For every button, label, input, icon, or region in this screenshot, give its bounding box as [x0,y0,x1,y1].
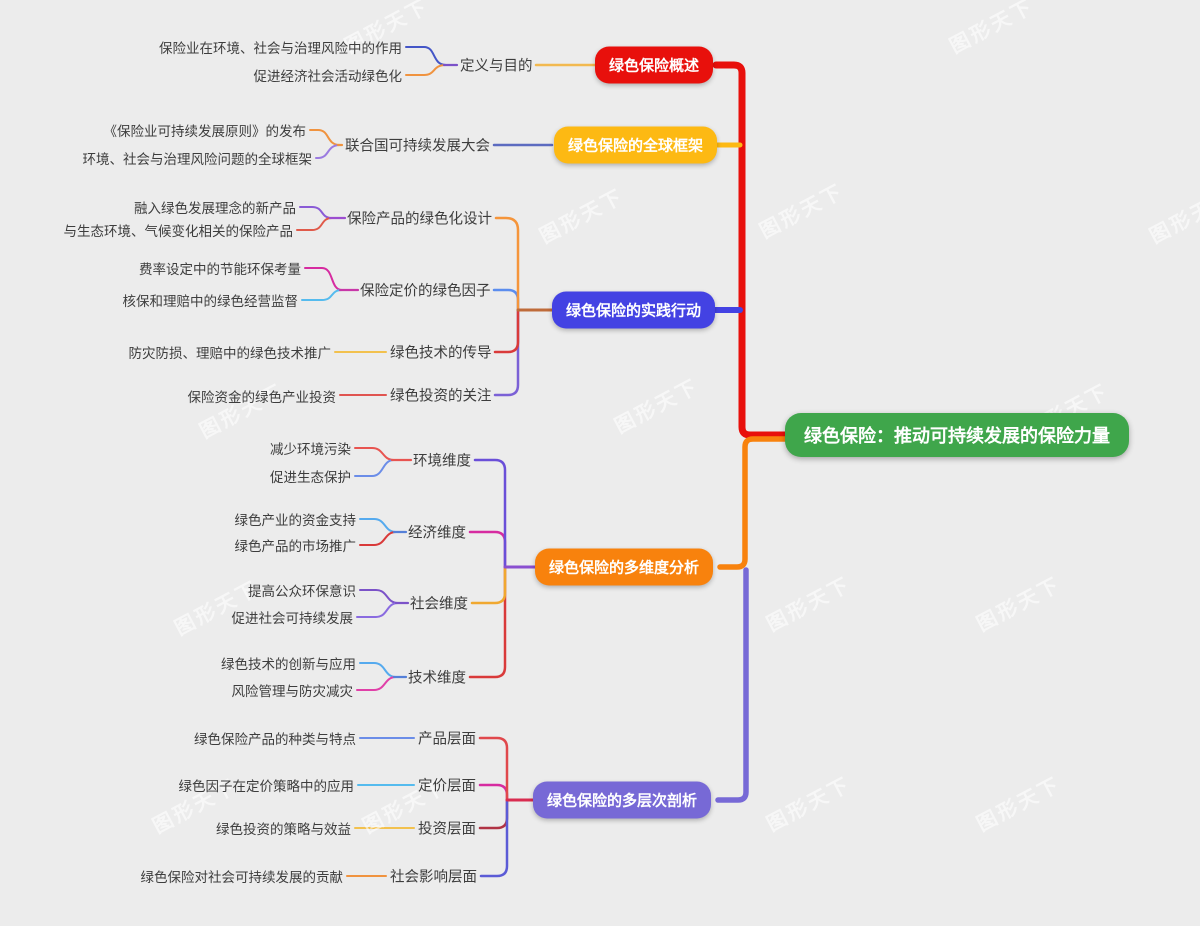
subtopic-label[interactable]: 定义与目的 [460,58,533,75]
leaf-line-b4-2b [359,531,397,546]
subtopic-label[interactable]: 技术维度 [408,670,466,687]
leaf-line-b4-3b [356,602,399,618]
connector-b5-sub2 [478,783,509,802]
subtopic-label[interactable]: 投资层面 [418,821,476,838]
trunk-purple [715,567,749,803]
leaf-label[interactable]: 绿色保险产品的种类与特点 [194,732,356,747]
leaf-label[interactable]: 减少环境污染 [270,442,351,457]
leaf-line-b2-1 [309,129,341,146]
subtopic-label[interactable]: 绿色投资的关注 [390,388,492,405]
leaf-line-b3-1a [299,206,333,219]
leaf-line-b3-2a [304,267,343,291]
leaf-label[interactable]: 与生态环境、气候变化相关的保险产品 [63,224,294,239]
leaf-line-b4-1a [354,447,395,461]
subtopic-label[interactable]: 保险产品的绿色化设计 [347,211,492,228]
leaf-line-b1-1 [405,46,447,66]
leaf-label[interactable]: 促进经济社会活动绿色化 [253,69,403,84]
leaf-line-b4-3a [359,589,399,604]
leaf-label[interactable]: 费率设定中的节能环保考量 [139,262,301,277]
leaf-label[interactable]: 绿色保险对社会可持续发展的贡献 [140,870,344,885]
leaf-line-b3-1b [296,217,333,231]
connector-b3-sub4 [493,308,520,397]
leaf-label[interactable]: 核保和理赔中的绿色经营监督 [122,294,299,309]
trunk-orange [717,436,791,570]
leaf-label[interactable]: 绿色产业的资金支持 [234,513,357,528]
leaf-line-b2-2 [315,144,341,159]
branch-node-overview[interactable]: 绿色保险概述 [595,46,714,84]
connector-b4-sub2 [468,530,507,569]
leaf-label[interactable]: 绿色投资的策略与效益 [216,822,351,837]
root-node[interactable]: 绿色保险：推动可持续发展的保险力量 [785,413,1129,457]
subtopic-label[interactable]: 经济维度 [408,525,466,542]
subtopic-label[interactable]: 产品层面 [418,731,476,748]
leaf-label[interactable]: 绿色产品的市场推广 [234,539,357,554]
connector-b4-sub1 [473,458,507,569]
connector-b5-sub3 [478,798,509,830]
connector-b4-sub4 [468,565,507,679]
leaf-label[interactable]: 促进生态保护 [270,470,351,485]
leaf-line-b4-4a [359,662,397,678]
subtopic-label[interactable]: 绿色技术的传导 [390,345,492,362]
leaf-line-b4-1b [354,459,395,477]
leaf-label[interactable]: 绿色因子在定价策略中的应用 [178,779,355,794]
trunk-red [712,61,792,439]
subtopic-label[interactable]: 定价层面 [418,778,476,795]
connector-b3-sub1 [494,216,520,312]
branch-node-multilevel[interactable]: 绿色保险的多层次剖析 [533,781,712,819]
branch-node-practice[interactable]: 绿色保险的实践行动 [552,291,716,329]
leaf-label[interactable]: 融入绿色发展理念的新产品 [134,201,296,216]
leaf-line-b1-2 [405,64,447,76]
leaf-line-b4-4b [356,676,397,691]
connector-b4-sub3 [470,565,507,605]
connector-b3-sub3 [493,308,520,354]
leaf-label[interactable]: 保险资金的绿色产业投资 [187,390,337,405]
leaf-line-b3-2b [301,289,343,301]
subtopic-label[interactable]: 环境维度 [413,453,471,470]
subtopic-label[interactable]: 保险定价的绿色因子 [360,283,491,300]
leaf-label[interactable]: 风险管理与防灾减灾 [231,684,354,699]
subtopic-label[interactable]: 社会维度 [410,596,468,613]
leaf-label[interactable]: 提高公众环保意识 [248,584,356,599]
leaf-label[interactable]: 防灾防损、理赔中的绿色技术推广 [128,346,332,361]
branch-node-multidimension[interactable]: 绿色保险的多维度分析 [535,548,714,586]
connector-b5-sub1 [478,736,509,802]
leaf-label[interactable]: 《保险业可持续发展原则》的发布 [103,124,307,139]
subtopic-label[interactable]: 联合国可持续发展大会 [345,138,490,155]
leaf-label[interactable]: 保险业在环境、社会与治理风险中的作用 [159,41,402,56]
subtopic-label[interactable]: 社会影响层面 [390,869,477,886]
connector-b3-sub2 [492,288,520,312]
leaf-line-b4-2a [359,518,397,533]
branch-node-global-framework[interactable]: 绿色保险的全球框架 [554,126,718,164]
connector-b5-sub4 [479,798,509,878]
leaf-label[interactable]: 环境、社会与治理风险问题的全球框架 [82,152,313,167]
leaf-label[interactable]: 促进社会可持续发展 [231,611,354,626]
leaf-label[interactable]: 绿色技术的创新与应用 [221,657,356,672]
